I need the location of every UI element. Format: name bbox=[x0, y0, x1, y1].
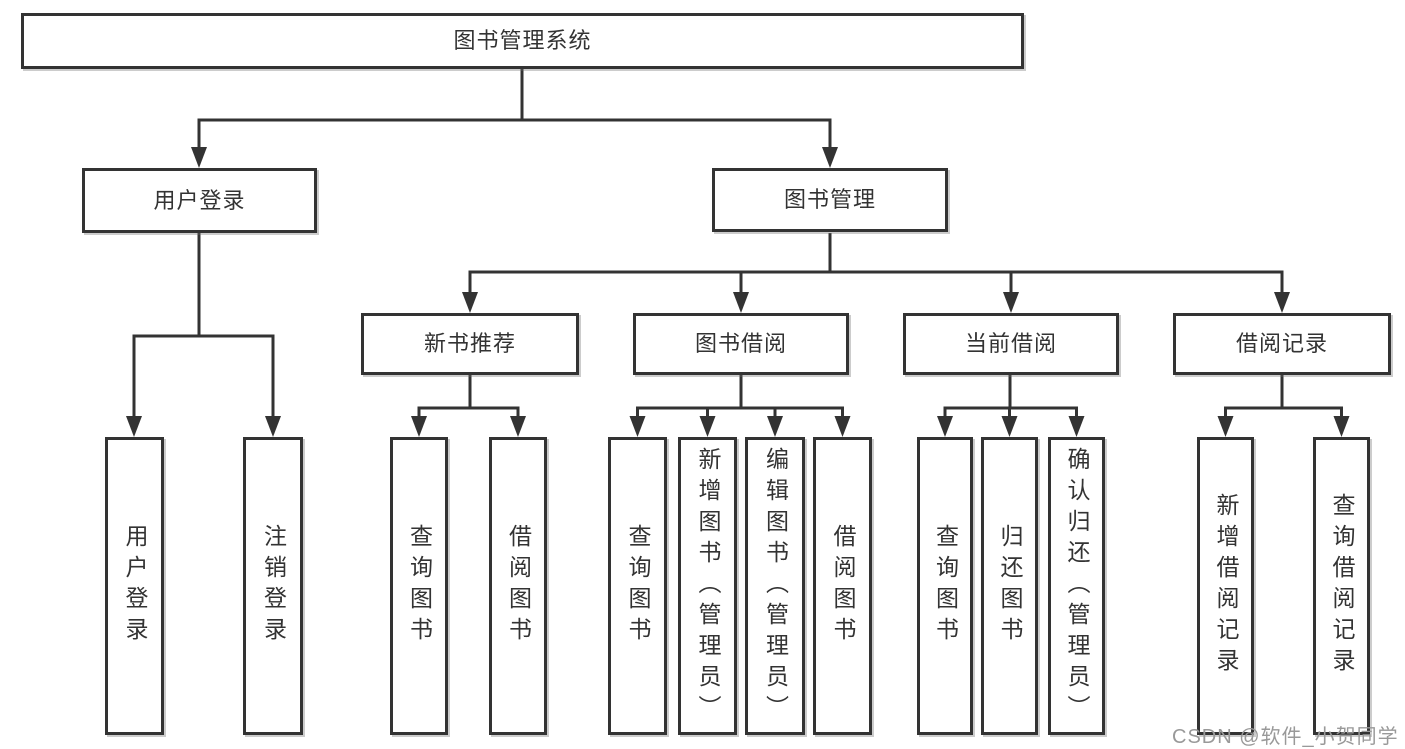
node-borrow-add-books: 新增图书（管理员） bbox=[678, 437, 737, 735]
node-new-book-recommend: 新书推荐 bbox=[361, 313, 579, 375]
node-borrow-records: 借阅记录 bbox=[1173, 313, 1391, 375]
node-current-return-books-label: 归还图书 bbox=[997, 524, 1023, 648]
node-book-borrow: 图书借阅 bbox=[633, 313, 849, 375]
node-recommend-borrow-books: 借阅图书 bbox=[489, 437, 547, 735]
node-borrow-borrow-books: 借阅图书 bbox=[813, 437, 872, 735]
csdn-watermark: CSDN @软件_小贺同学 bbox=[1172, 726, 1399, 748]
node-current-query-books-label: 查询图书 bbox=[932, 524, 959, 648]
node-borrow-edit-books-label: 编辑图书（管理员） bbox=[762, 446, 789, 726]
node-user-login: 用户登录 bbox=[105, 437, 164, 735]
node-borrow-records-label: 借阅记录 bbox=[1235, 331, 1328, 356]
node-records-query-record: 查询借阅记录 bbox=[1313, 437, 1370, 735]
node-user-login-label: 用户登录 bbox=[122, 524, 148, 648]
node-recommend-borrow-books-label: 借阅图书 bbox=[505, 524, 532, 648]
node-borrow-borrow-books-label: 借阅图书 bbox=[830, 524, 856, 648]
node-current-return-books: 归还图书 bbox=[981, 437, 1038, 735]
node-book-management: 图书管理 bbox=[712, 168, 948, 232]
node-current-query-books: 查询图书 bbox=[917, 437, 973, 735]
node-user-login-menu-label: 用户登录 bbox=[153, 187, 246, 213]
node-records-query-record-label: 查询借阅记录 bbox=[1329, 493, 1355, 679]
node-current-confirm-return: 确认归还（管理员） bbox=[1048, 437, 1105, 735]
node-logout: 注销登录 bbox=[243, 437, 303, 735]
node-borrow-add-books-label: 新增图书（管理员） bbox=[695, 446, 721, 726]
node-borrow-query-books: 查询图书 bbox=[608, 437, 667, 735]
node-library-system: 图书管理系统 bbox=[21, 13, 1024, 69]
node-book-management-label: 图书管理 bbox=[783, 187, 876, 212]
node-logout-label: 注销登录 bbox=[260, 524, 287, 648]
node-recommend-query-books: 查询图书 bbox=[390, 437, 448, 735]
node-borrow-edit-books: 编辑图书（管理员） bbox=[745, 437, 805, 735]
node-records-add-record-label: 新增借阅记录 bbox=[1213, 493, 1239, 679]
node-current-confirm-return-label: 确认归还（管理员） bbox=[1064, 446, 1090, 726]
node-recommend-query-books-label: 查询图书 bbox=[406, 524, 433, 648]
node-book-borrow-label: 图书借阅 bbox=[694, 331, 787, 356]
node-borrow-query-books-label: 查询图书 bbox=[625, 524, 651, 648]
node-records-add-record: 新增借阅记录 bbox=[1197, 437, 1254, 735]
node-new-book-recommend-label: 新书推荐 bbox=[423, 331, 516, 356]
node-library-system-label: 图书管理系统 bbox=[453, 28, 592, 53]
node-current-borrow: 当前借阅 bbox=[903, 313, 1119, 375]
node-current-borrow-label: 当前借阅 bbox=[964, 331, 1057, 356]
node-user-login-menu: 用户登录 bbox=[82, 168, 317, 233]
